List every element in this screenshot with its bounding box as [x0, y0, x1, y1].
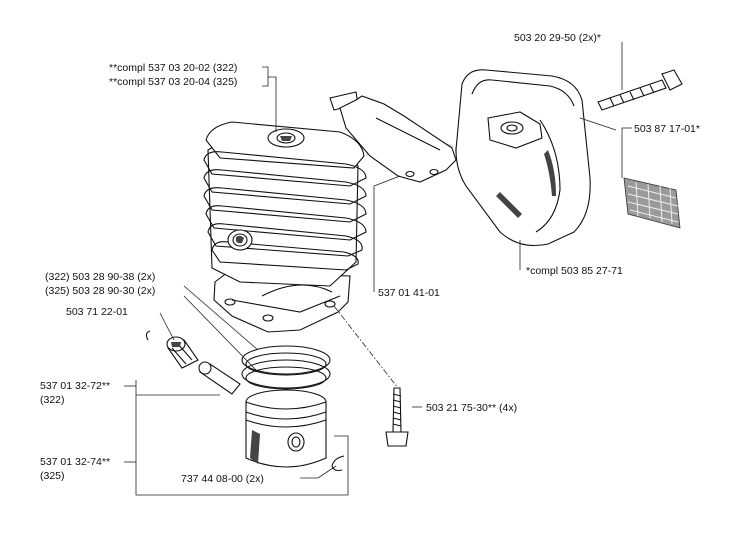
label-bracket: 537 01 41-01 [378, 287, 440, 299]
label-cylinder-322: **compl 537 03 20-02 (322) [109, 62, 237, 74]
circlip-drawing [331, 455, 345, 472]
part-labels: **compl 537 03 20-02 (322) **compl 537 0… [40, 32, 700, 485]
needle-bearing-drawing [145, 330, 199, 369]
label-rings-322: (322) 503 28 90-38 (2x) [45, 271, 155, 283]
piston-rings-drawing [241, 345, 331, 390]
label-cylinder-bolt: 503 21 75-30** (4x) [426, 402, 517, 414]
label-rings-325: (325) 503 28 90-30 (2x) [45, 285, 155, 297]
piston-pin-drawing [198, 361, 241, 395]
muffler-bolt-drawing [597, 69, 683, 111]
label-circlip: 737 44 08-00 (2x) [181, 473, 264, 485]
spark-screen-drawing [623, 177, 681, 229]
label-muffler-bolt: 503 20 29-50 (2x)* [514, 32, 601, 44]
cylinder-drawing [203, 121, 367, 333]
bracket-drawing [329, 91, 457, 183]
label-needle-bearing: 503 71 22-01 [66, 306, 128, 318]
piston-drawing [245, 389, 327, 468]
leader-lines [124, 42, 632, 496]
label-cylinder-325: **compl 537 03 20-04 (325) [109, 76, 237, 88]
cylinder-bolt-drawing [385, 387, 409, 447]
label-spark-screen: 503 87 17-01* [634, 123, 700, 135]
muffler-drawing [455, 69, 591, 247]
label-piston-325-number: 537 01 32-74** [40, 456, 110, 468]
label-piston-322-model: (322) [40, 394, 65, 406]
label-piston-322-number: 537 01 32-72** [40, 380, 110, 392]
label-piston-325-model: (325) [40, 470, 65, 482]
label-muffler: *compl 503 85 27-71 [526, 265, 623, 277]
